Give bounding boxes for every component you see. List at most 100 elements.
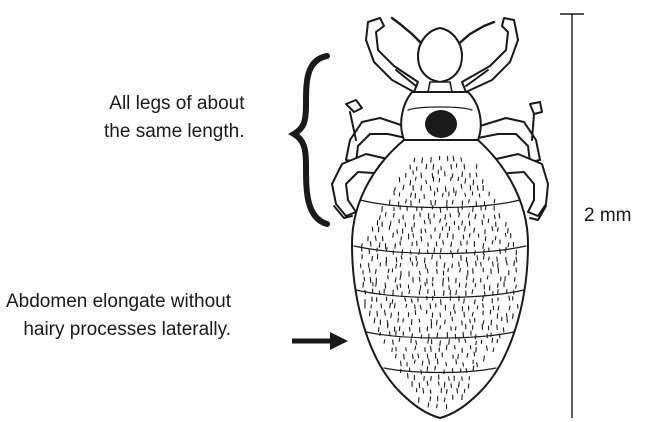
hair-stroke (397, 285, 398, 289)
hair-stroke (435, 366, 436, 370)
hair-stroke (469, 200, 470, 203)
hair-stroke (395, 244, 396, 249)
hair-stroke (498, 306, 499, 310)
hair-stroke (455, 310, 456, 313)
hair-stroke (431, 346, 432, 351)
hair-stroke (443, 278, 444, 282)
hair-stroke (483, 296, 484, 300)
hair-stroke (477, 256, 478, 260)
hair-stroke (406, 200, 407, 204)
hair-stroke (434, 291, 435, 296)
hair-stroke (461, 158, 462, 161)
hair-stroke (468, 213, 469, 217)
scale-bar (560, 14, 584, 418)
hair-stroke (468, 384, 469, 388)
hair-stroke (464, 299, 465, 303)
hair-stroke (497, 325, 498, 329)
hair-stroke (379, 291, 380, 295)
hair-stroke (385, 283, 386, 288)
hair-stroke (474, 228, 475, 232)
hair-stroke (430, 186, 431, 190)
hair-stroke (498, 283, 499, 287)
hair-stroke (476, 173, 477, 177)
hair-stroke (475, 251, 476, 255)
hair-stroke (409, 290, 410, 294)
hair-stroke (462, 321, 463, 325)
hair-stroke (362, 244, 363, 247)
hair-stroke (436, 242, 437, 246)
hair-stroke (432, 205, 433, 209)
hair-stroke (400, 276, 401, 280)
hair-stroke (409, 327, 410, 331)
hair-stroke (447, 205, 448, 210)
hair-stroke (465, 227, 466, 231)
hair-stroke (446, 345, 447, 350)
hair-stroke (440, 219, 441, 222)
hair-stroke (441, 248, 442, 252)
hair-stroke (421, 236, 422, 241)
hair-stroke (477, 363, 478, 367)
hair-stroke (410, 181, 411, 186)
hair-stroke (427, 367, 428, 372)
legs-brace (294, 56, 327, 224)
hair-stroke (444, 398, 445, 402)
hair-stroke (437, 320, 438, 325)
hair-stroke (466, 368, 467, 372)
hair-stroke (423, 388, 424, 393)
hair-stroke (419, 319, 420, 322)
hair-stroke (429, 359, 430, 364)
hair-stroke (470, 320, 471, 323)
hair-stroke (424, 377, 425, 381)
hair-stroke (465, 339, 466, 342)
hair-stroke (430, 304, 431, 309)
hair-stroke (503, 328, 504, 332)
hair-stroke (448, 268, 449, 271)
hair-stroke (412, 334, 413, 337)
hair-stroke (492, 241, 493, 244)
hair-stroke (472, 290, 473, 294)
hair-stroke (437, 404, 438, 407)
hair-stroke (479, 194, 480, 197)
hair-stroke (437, 359, 438, 364)
hair-stroke (445, 215, 446, 219)
hair-stroke (508, 229, 509, 234)
hair-stroke (415, 177, 416, 180)
hair-stroke (432, 283, 433, 286)
hair-stroke (427, 327, 428, 331)
hair-stroke (452, 174, 453, 178)
hair-stroke (457, 389, 458, 393)
hair-stroke (462, 172, 463, 177)
hair-stroke (415, 310, 416, 314)
hair-stroke (406, 304, 407, 307)
hair-stroke (516, 285, 517, 288)
hair-stroke (392, 300, 393, 304)
hair-stroke (492, 227, 493, 231)
hair-stroke (463, 363, 464, 366)
hair-stroke (459, 262, 460, 266)
hair-stroke (483, 321, 484, 324)
hair-stroke (411, 193, 412, 197)
hair-stroke (472, 312, 473, 316)
hair-stroke (451, 242, 452, 247)
hair-stroke (425, 229, 426, 232)
hair-stroke (363, 282, 364, 287)
hair-stroke (422, 158, 423, 163)
hair-stroke (380, 332, 381, 335)
hair-stroke (494, 215, 495, 219)
hair-stroke (482, 220, 483, 224)
hair-stroke (421, 186, 422, 191)
hair-stroke (453, 156, 454, 161)
hair-stroke (384, 340, 385, 343)
hair-stroke (401, 256, 402, 259)
hair-stroke (421, 173, 422, 178)
hair-stroke (458, 354, 459, 359)
hair-stroke (403, 319, 404, 322)
hair-stroke (477, 186, 478, 190)
hair-stroke (456, 290, 457, 294)
hair-stroke (439, 382, 440, 385)
hair-stroke (509, 296, 510, 300)
hair-stroke (469, 234, 470, 237)
hair-stroke (488, 219, 489, 223)
hair-stroke (487, 276, 488, 279)
hair-stroke (378, 328, 379, 332)
